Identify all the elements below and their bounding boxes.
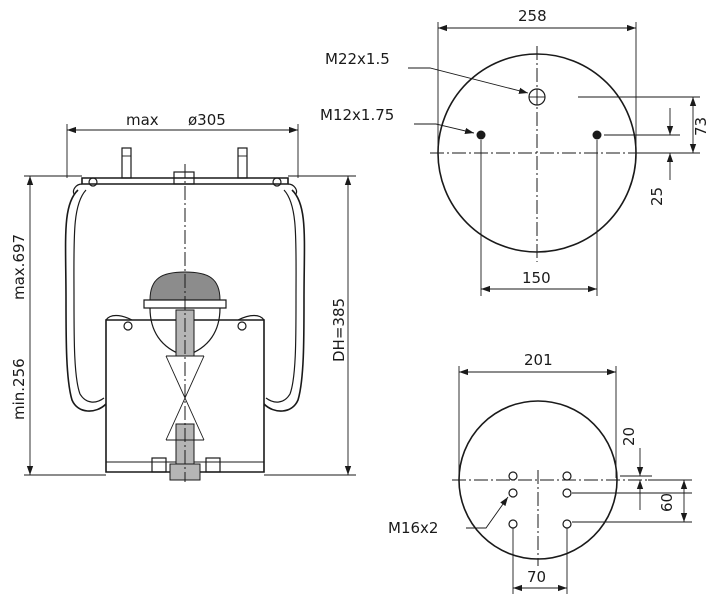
piston-rim-right xyxy=(237,314,265,321)
plate-crimp-left xyxy=(72,183,83,195)
bottom-diameter-label: 201 xyxy=(524,351,553,369)
piston-body xyxy=(105,319,265,473)
stud-spacing-label: 150 xyxy=(522,269,551,287)
piston-rim-left xyxy=(105,314,133,321)
stud-hole-left xyxy=(476,130,486,140)
air-inlet-fitting xyxy=(173,171,195,185)
side-view: max ø305 xyxy=(10,111,356,482)
bolt-hole xyxy=(508,488,518,498)
bolt-hole xyxy=(562,471,572,481)
crimp-bead-left xyxy=(88,177,98,187)
top-stud-left xyxy=(121,147,132,179)
plate-crimp-right xyxy=(287,183,298,195)
max-width-label: max xyxy=(126,111,159,129)
bellows-outer-right xyxy=(263,189,306,412)
air-inlet-thread-label: M22x1.5 xyxy=(325,50,390,68)
diameter-label: ø305 xyxy=(188,111,226,129)
bellows-inner-right xyxy=(265,189,297,403)
stud-hole-right xyxy=(592,130,602,140)
crimp-bead-right xyxy=(272,177,282,187)
bottom-mount-right xyxy=(205,457,221,473)
bolt-hole xyxy=(508,471,518,481)
bolt-spacing-label: 70 xyxy=(527,568,546,586)
min-height-label: min.256 xyxy=(10,358,28,420)
top-diameter-label: 258 xyxy=(518,7,547,25)
bolt-hole xyxy=(562,519,572,529)
stud-thread-label: M12x1.75 xyxy=(320,106,394,124)
offset-73-label: 73 xyxy=(692,117,710,136)
offset-60-label: 60 xyxy=(658,493,676,512)
piston-bead-left xyxy=(123,321,133,331)
piston-bead-right xyxy=(237,321,247,331)
top-stud-right xyxy=(237,147,248,179)
bellows-outer-left xyxy=(64,189,107,412)
top-view: 258 M22x1.5 M12x1.75 73 25 150 xyxy=(320,7,710,296)
offset-25-label: 25 xyxy=(648,187,666,206)
bolt-hole xyxy=(562,488,572,498)
max-height-label: max.697 xyxy=(10,234,28,300)
offset-20-label: 20 xyxy=(620,427,638,446)
air-inlet-leader xyxy=(408,67,529,94)
stud-thread-leader xyxy=(414,123,475,134)
bump-stop-plate xyxy=(143,299,227,309)
bolt-hole xyxy=(508,519,518,529)
design-height-label: DH=385 xyxy=(330,298,348,362)
bellows-inner-left xyxy=(73,189,105,403)
bolt-thread-leader xyxy=(466,496,509,529)
bolt-thread-label: M16x2 xyxy=(388,519,438,537)
bottom-view: 201 M16x2 20 60 70 xyxy=(388,351,692,594)
bottom-mount-left xyxy=(151,457,167,473)
